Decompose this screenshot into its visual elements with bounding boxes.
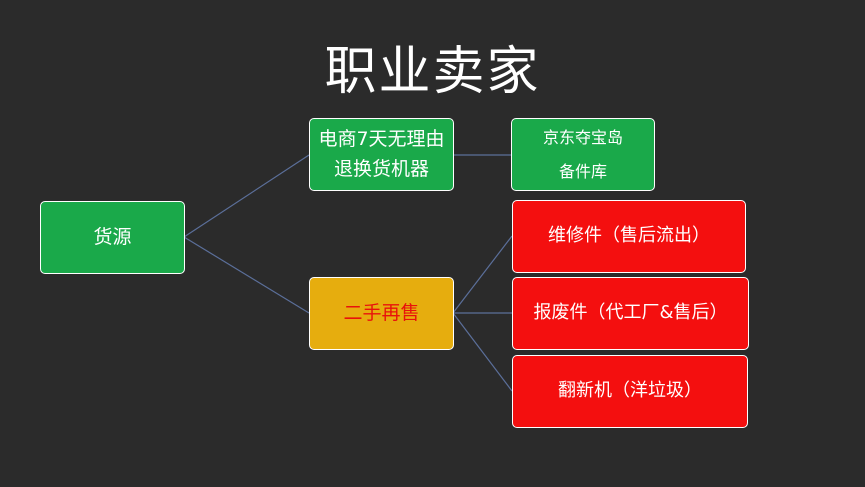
node-source-label: 货源 — [93, 226, 132, 249]
node-scrap-label: 报废件（代工厂&售后） — [533, 302, 728, 324]
node-jd-line-1: 京东夺宝岛 — [542, 127, 623, 147]
node-scrap-parts: 报废件（代工厂&售后） — [512, 277, 749, 350]
connector-root-ecommerce — [183, 154, 310, 238]
node-ecommerce-line-1: 电商7天无理由 — [318, 128, 445, 151]
node-jd-line-2: 备件库 — [558, 161, 607, 181]
slide-title: 职业卖家 — [324, 42, 541, 102]
connector-root-second-hand — [183, 236, 310, 314]
connector-second-hand-refurb — [452, 312, 513, 392]
node-refurb-label: 翻新机（洋垃圾） — [558, 380, 702, 402]
node-second-hand: 二手再售 — [309, 277, 454, 350]
node-refurbished: 翻新机（洋垃圾） — [512, 355, 748, 428]
node-ecommerce-returns: 电商7天无理由 退换货机器 — [309, 118, 454, 191]
node-repair-parts: 维修件（售后流出） — [512, 200, 746, 273]
node-jd-auction: 京东夺宝岛 备件库 — [511, 118, 655, 191]
connector-second-hand-repair — [452, 235, 513, 314]
node-second-hand-label: 二手再售 — [343, 302, 420, 325]
node-source: 货源 — [40, 201, 185, 274]
node-ecommerce-line-2: 退换货机器 — [333, 157, 429, 180]
node-repair-label: 维修件（售后流出） — [548, 225, 710, 247]
